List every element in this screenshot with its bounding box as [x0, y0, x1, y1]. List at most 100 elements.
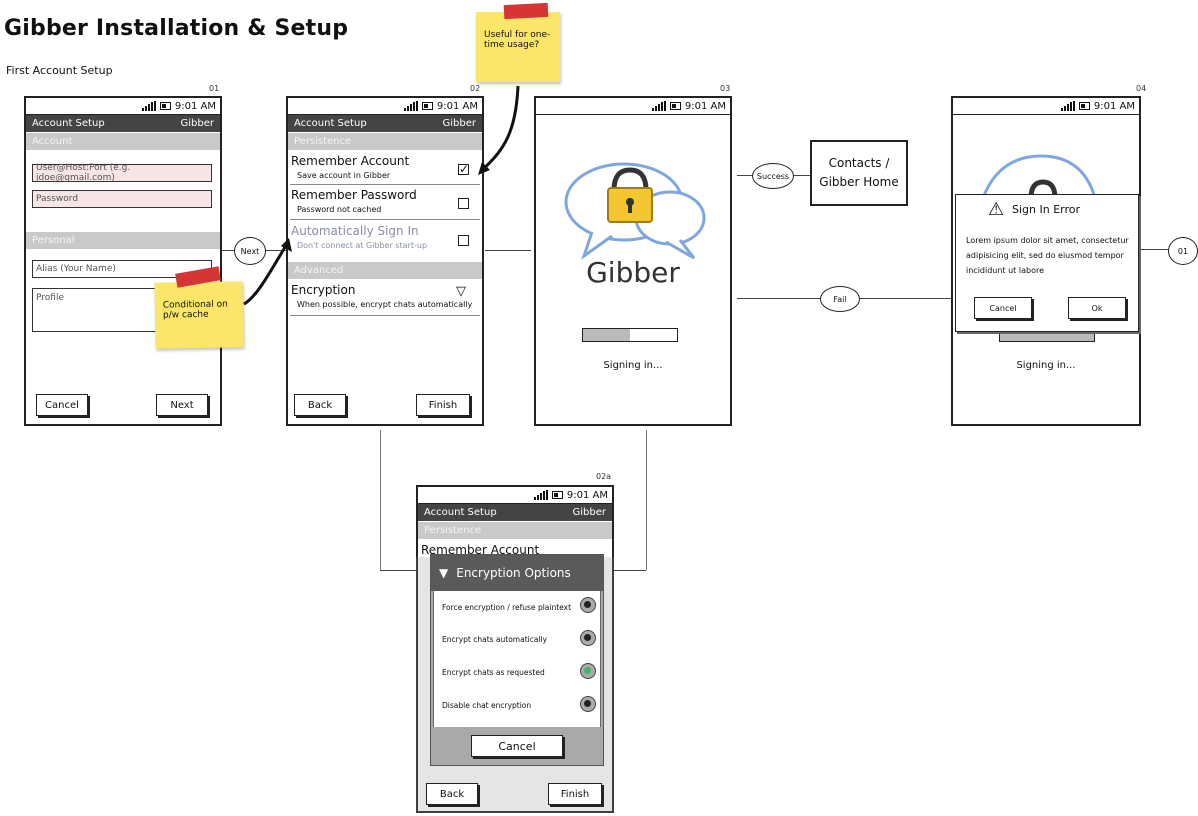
- auto-signin-label: Automatically Sign In: [291, 224, 419, 238]
- warning-icon: ⚠: [988, 199, 1005, 220]
- phone-screen-02: 9:01 AM Account Setup Gibber Persistence…: [286, 96, 484, 426]
- app-name: Gibber: [180, 118, 215, 129]
- cancel-button[interactable]: Cancel: [36, 394, 88, 416]
- option-label[interactable]: Encrypt chats as requested: [442, 668, 545, 677]
- dropdown-arrow-icon[interactable]: ▽: [456, 284, 466, 299]
- dropdown-arrow-icon: ▼: [439, 566, 449, 580]
- battery-icon: [159, 102, 171, 110]
- app-title: Account Setup: [32, 118, 105, 129]
- flow-ref-node: 01: [1168, 237, 1198, 265]
- signal-icon: [533, 490, 548, 500]
- remember-account-label: Remember Account: [421, 543, 540, 557]
- signal-icon: [1060, 101, 1075, 111]
- arrow-conditional: [243, 243, 289, 306]
- option-radio[interactable]: [580, 696, 596, 712]
- flow-success-node: Success: [752, 163, 794, 189]
- connector-line: [614, 570, 646, 571]
- cancel-button[interactable]: Cancel: [471, 735, 563, 757]
- option-label[interactable]: Force encryption / refuse plaintext: [442, 603, 572, 612]
- battery-icon: [551, 491, 563, 499]
- gibber-logo-icon: [981, 154, 1097, 199]
- status-bar: 9:01 AM: [288, 98, 482, 115]
- screen-number: 03: [720, 84, 731, 93]
- section-persistence: Persistence: [288, 133, 482, 150]
- option-radio[interactable]: [580, 597, 596, 613]
- signal-icon: [651, 101, 666, 111]
- user-field[interactable]: User@Host:Port (e.g. jdoe@gmail.com): [32, 163, 212, 183]
- divider: [290, 219, 480, 220]
- battery-icon: [421, 102, 433, 110]
- dialog-title: Encryption Options: [456, 566, 571, 580]
- flow-next-node: Next: [234, 237, 266, 265]
- encryption-options-dialog: ▼ Encryption Options Force encryption / …: [430, 554, 604, 766]
- connector-line: [485, 250, 531, 251]
- password-field[interactable]: Password: [32, 190, 212, 208]
- screen-number: 02a: [596, 472, 612, 481]
- remember-account-sub: Save account in Gibber: [297, 171, 391, 180]
- status-time: 9:01 AM: [1093, 100, 1135, 112]
- app-bar: Account Setup Gibber: [288, 115, 482, 132]
- status-text: Signing in...: [1016, 360, 1076, 371]
- screen-number: 02: [470, 84, 481, 93]
- divider: [290, 184, 480, 185]
- connector-line: [1140, 249, 1168, 250]
- battery-icon: [1078, 102, 1090, 110]
- option-radio[interactable]: [580, 630, 596, 646]
- option-label[interactable]: Encrypt chats automatically: [442, 635, 548, 644]
- screen-number: 01: [209, 84, 220, 93]
- ok-button[interactable]: Ok: [1068, 297, 1126, 319]
- back-button[interactable]: Back: [294, 394, 346, 416]
- status-time: 9:01 AM: [566, 489, 608, 501]
- finish-button[interactable]: Finish: [548, 783, 602, 805]
- connector-line: [646, 430, 647, 570]
- finish-button[interactable]: Finish: [416, 394, 470, 416]
- sign-in-error-dialog: ⚠ Sign In Error Lorem ipsum dolor sit am…: [955, 194, 1139, 332]
- arrow-one-time-head: [478, 162, 490, 175]
- options-list: Force encryption / refuse plaintext Encr…: [433, 591, 601, 727]
- app-name: Gibber: [442, 118, 477, 129]
- logo-text: Gibber: [586, 256, 680, 289]
- dialog-body: Lorem ipsum dolor sit amet, consectetur …: [966, 236, 1129, 276]
- signal-icon: [141, 101, 156, 111]
- status-bar: 9:01 AM: [418, 487, 612, 504]
- remember-account-checkbox[interactable]: ✓: [458, 162, 470, 176]
- divider: [290, 315, 480, 316]
- flow-fail-node: Fail: [820, 286, 860, 312]
- dialog-header: ▼ Encryption Options: [431, 555, 603, 591]
- back-button[interactable]: Back: [426, 783, 478, 805]
- option-label[interactable]: Disable chat encryption: [442, 701, 532, 710]
- connector-line: [380, 430, 381, 570]
- contacts-box: Contacts / Gibber Home: [810, 140, 908, 206]
- section-personal: Personal: [26, 232, 220, 249]
- status-time: 9:01 AM: [684, 100, 726, 112]
- signal-icon: [403, 101, 418, 111]
- section-advanced: Advanced: [288, 262, 482, 279]
- battery-icon: [669, 102, 681, 110]
- status-time: 9:01 AM: [174, 100, 216, 112]
- phone-screen-01: 9:01 AM Account Setup Gibber Account Use…: [24, 96, 222, 426]
- app-title: Account Setup: [424, 507, 497, 518]
- gibber-logo-icon: [564, 162, 706, 260]
- remember-password-sub: Password not cached: [297, 205, 382, 214]
- dialog-title: Sign In Error: [1012, 203, 1081, 216]
- app-bar: Account Setup Gibber: [26, 115, 220, 132]
- cancel-button[interactable]: Cancel: [974, 297, 1032, 319]
- remember-password-checkbox[interactable]: [458, 198, 469, 209]
- status-text: Signing in...: [603, 360, 663, 371]
- section-persistence: Persistence: [418, 522, 612, 539]
- sticky-note-one-time: Useful for one-time usage?: [476, 12, 560, 82]
- screen-number: 04: [1136, 84, 1147, 93]
- phone-screen-03: 9:01 AM Gibber Signing in...: [534, 96, 732, 426]
- page-subtitle: First Account Setup: [6, 64, 113, 77]
- auto-signin-checkbox[interactable]: [458, 235, 469, 246]
- progress-fill: [583, 329, 630, 341]
- status-bar: 9:01 AM: [536, 98, 730, 115]
- section-account: Account: [26, 133, 220, 150]
- connector-line: [380, 570, 416, 571]
- app-title: Account Setup: [294, 118, 367, 129]
- option-radio-selected[interactable]: [580, 663, 596, 679]
- encryption-sub: When possible, encrypt chats automatical…: [297, 300, 473, 309]
- next-button[interactable]: Next: [156, 394, 208, 416]
- encryption-label[interactable]: Encryption: [291, 283, 356, 297]
- alias-field[interactable]: Alias (Your Name): [32, 260, 212, 278]
